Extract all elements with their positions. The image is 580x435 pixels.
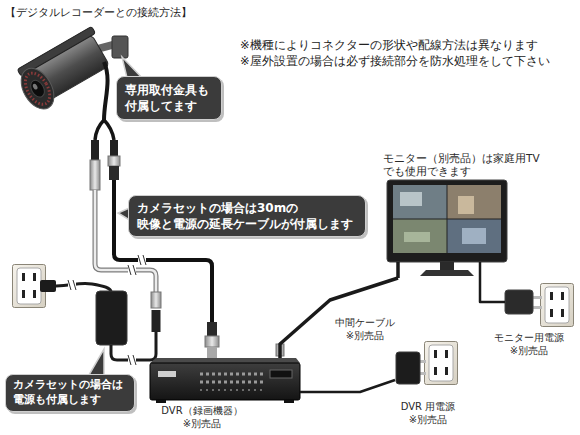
cable-break-mark (128, 265, 136, 275)
monitor-power-adapter (541, 284, 574, 327)
lcd-monitor (393, 185, 447, 219)
lcd-monitor (393, 219, 447, 253)
dvr-recorder (200, 373, 263, 376)
callout-text: カメラセットの場合は 電源も付属します (13, 378, 127, 408)
dvr-power-adapter (420, 372, 426, 375)
bullet-camera (110, 140, 118, 156)
monitor-power-adapter (505, 290, 533, 314)
callout-text: カメラセットの場合は30mの 映像と電源の延長ケーブルが付属します (137, 200, 357, 232)
cable-connector (480, 278, 492, 302)
cable-label: 中間ケーブル ※別売品 (333, 315, 397, 343)
callout-bubble: カメラセットの場合は30mの 映像と電源の延長ケーブルが付属します (128, 195, 366, 237)
bullet-camera (14, 63, 60, 115)
dvr-recorder (150, 344, 300, 403)
camera-power-adapter (96, 291, 127, 345)
cable-break-mark (68, 280, 76, 290)
monitor-power-adapter (533, 296, 542, 299)
note-text: ※機種によりコネクターの形状や配線方法は異なります (240, 38, 538, 53)
dvr-recorder (150, 358, 300, 363)
extension-cable (152, 310, 161, 332)
lcd-monitor (396, 262, 400, 278)
bullet-camera (91, 140, 99, 160)
cable-connector (300, 380, 395, 392)
extension-cable (90, 160, 100, 190)
device-label: DVR（録画機器） ※別売品 (158, 404, 246, 430)
camera-power-adapter (13, 265, 157, 361)
bullet-camera (12, 26, 128, 166)
cable-break-mark (128, 265, 136, 275)
extension-cable (109, 166, 119, 180)
bullet-camera (28, 78, 47, 100)
lcd-monitor (447, 219, 501, 253)
cable-break-mark (138, 255, 146, 265)
lcd-monitor (404, 232, 430, 242)
cable-break-mark (128, 355, 136, 365)
dvr-recorder (200, 389, 263, 391)
dvr-power-adapter (396, 342, 458, 385)
device-label: DVR 用電源 ※別売品 (396, 400, 460, 426)
cable-connector (280, 278, 398, 358)
extension-cable (207, 347, 217, 358)
cable-break-mark (68, 255, 146, 365)
callout-bubble: カメラセットの場合は 電源も付属します (5, 374, 135, 412)
extension-cable (205, 336, 219, 347)
extension-cable (207, 322, 217, 336)
lcd-monitor (420, 270, 474, 276)
dvr-recorder (284, 400, 294, 403)
lcd-monitor (462, 228, 486, 244)
bullet-camera (12, 26, 116, 114)
bullet-camera (32, 83, 38, 90)
bullet-camera (95, 120, 104, 140)
cable-break-mark (138, 255, 146, 265)
cable-break-mark (68, 280, 76, 290)
diagram-title: 【デジタルレコーダーとの接続方法】 (5, 5, 192, 20)
lcd-monitor (458, 196, 474, 214)
cable-break-mark (128, 355, 136, 365)
lcd-monitor (479, 262, 482, 278)
extension-cable (151, 292, 161, 308)
bullet-camera (104, 120, 114, 140)
monitor-power-adapter (492, 284, 574, 327)
callout-bubble: 専用取付金具も 付属してます (116, 76, 222, 120)
lcd-monitor (387, 180, 507, 262)
cable-break-mark (68, 280, 76, 290)
lcd-monitor (400, 192, 422, 206)
dvr-recorder (270, 370, 292, 378)
callout-text: 専用取付金具も 付属してます (125, 82, 213, 114)
recorder-unit: DVR（録画機器） ※別売品 (150, 358, 300, 432)
bullet-camera (104, 62, 108, 120)
device-label: モニター（別売品）は家庭用TV でも使用できます (383, 152, 551, 178)
cable-break-mark (128, 265, 136, 275)
lcd-monitor (440, 262, 454, 270)
bullet-camera (112, 36, 128, 58)
dvr-recorder (150, 363, 300, 400)
monitor-unit: モニター（別売品）は家庭用TV でも使用できます (383, 150, 551, 278)
note-text: ※屋外設置の場合は必ず接続部分を防水処理をして下さい (240, 54, 550, 69)
bullet-camera (108, 156, 120, 166)
lcd-monitor (393, 185, 501, 253)
dvr-power-adapter (420, 360, 426, 363)
device-label: モニター用電源 ※別売品 (492, 331, 566, 357)
bullet-camera (20, 69, 54, 108)
dvr-recorder (158, 371, 176, 377)
lcd-monitor (447, 185, 501, 219)
cable-break-mark (138, 255, 146, 265)
power-unit: DVR 用電源 ※別売品 (395, 338, 461, 428)
dvr-recorder (156, 400, 166, 403)
monitor-power-adapter (533, 306, 542, 309)
extension-cable (90, 160, 219, 358)
dvr-power-adapter (396, 352, 420, 384)
lcd-monitor (387, 180, 507, 278)
monitor-power-adapter (492, 301, 505, 304)
power-unit: モニター用電源 ※別売品 (492, 281, 578, 359)
dvr-power-adapter (425, 342, 458, 385)
dvr-recorder (200, 381, 263, 384)
camera-power-adapter (40, 280, 56, 292)
cable-break-mark (128, 355, 136, 365)
